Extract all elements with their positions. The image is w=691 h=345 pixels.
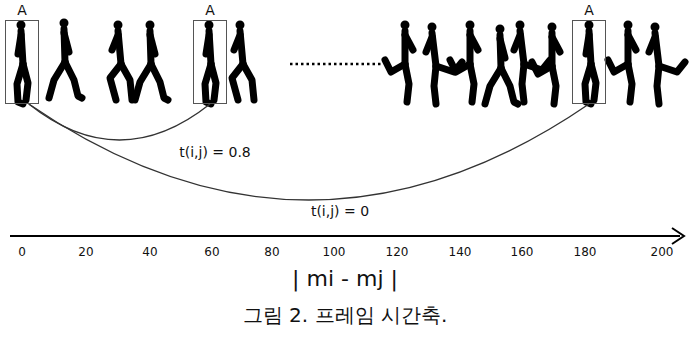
edge-label: t(i,j) = 0.8 bbox=[177, 144, 253, 160]
tick-label: 180 bbox=[572, 245, 599, 259]
frame-box: A bbox=[193, 20, 227, 104]
similarity-arc bbox=[29, 104, 589, 200]
tick-label: 160 bbox=[509, 245, 536, 259]
tick-label: 200 bbox=[649, 245, 676, 259]
frame-box: A bbox=[5, 20, 39, 104]
tick-label: 20 bbox=[76, 245, 95, 259]
frame-label: A bbox=[17, 2, 27, 18]
figure-caption: 그림 2. 프레임 시간축. bbox=[241, 302, 450, 329]
frame-label: A bbox=[205, 2, 215, 18]
tick-label: 120 bbox=[384, 245, 411, 259]
axis-title: | mi - mj | bbox=[290, 266, 400, 291]
tick-label: 100 bbox=[321, 245, 348, 259]
tick-label: 40 bbox=[140, 245, 159, 259]
edge-label: t(i,j) = 0 bbox=[309, 203, 371, 219]
frame-box: A bbox=[572, 20, 606, 104]
tick-label: 0 bbox=[16, 245, 28, 259]
frame-label: A bbox=[584, 2, 594, 18]
tick-label: 140 bbox=[447, 245, 474, 259]
tick-label: 80 bbox=[262, 245, 281, 259]
tick-label: 60 bbox=[202, 245, 221, 259]
